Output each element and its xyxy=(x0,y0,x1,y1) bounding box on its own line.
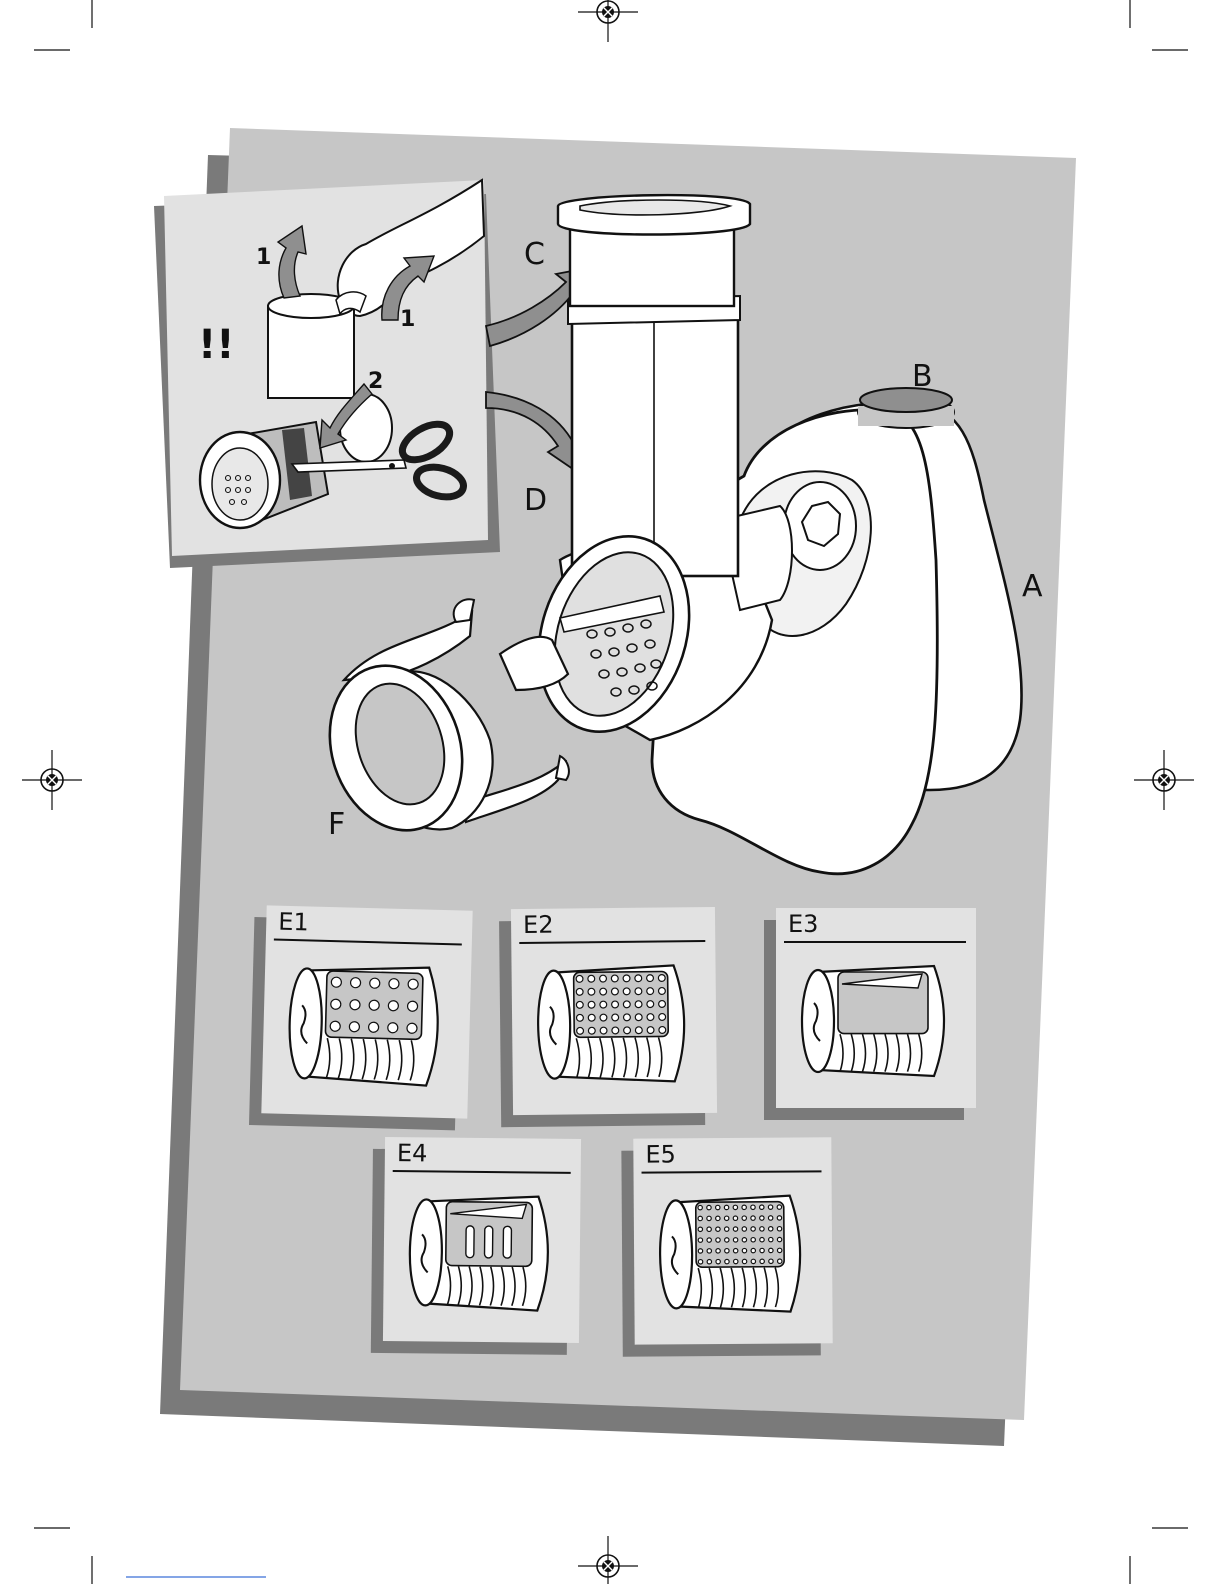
cone-card: E5 xyxy=(621,1137,833,1356)
cone-drum xyxy=(660,1196,801,1313)
cone-drum xyxy=(409,1195,548,1310)
registration-mark-icon xyxy=(1134,750,1194,810)
cone-drum xyxy=(538,965,685,1083)
cone-card: E1 xyxy=(249,905,473,1131)
inset-panel xyxy=(154,180,500,568)
cone-card: E4 xyxy=(371,1137,581,1355)
label-c: C xyxy=(524,237,545,272)
cone-card: E2 xyxy=(499,907,717,1127)
label-f: F xyxy=(328,807,345,842)
label-a: A xyxy=(1022,569,1043,604)
step-number-1-right: 1 xyxy=(400,307,415,332)
registration-mark-icon xyxy=(578,1536,638,1584)
cone-label: E3 xyxy=(788,910,818,938)
cone-drum xyxy=(288,964,439,1086)
warning-label: !! xyxy=(198,322,234,368)
cone-label: E5 xyxy=(645,1140,676,1168)
cone-drum xyxy=(802,966,944,1076)
label-b: B xyxy=(912,359,933,394)
cone-label: E4 xyxy=(397,1139,428,1167)
cone-label: E1 xyxy=(278,908,309,937)
label-d: D xyxy=(524,483,547,518)
cone-card: E3 xyxy=(764,908,976,1120)
registration-mark-icon xyxy=(578,0,638,42)
cone-label: E2 xyxy=(523,911,554,939)
registration-mark-icon xyxy=(22,750,82,810)
step-number-2: 2 xyxy=(368,369,383,394)
step-number-1-left: 1 xyxy=(256,245,271,270)
